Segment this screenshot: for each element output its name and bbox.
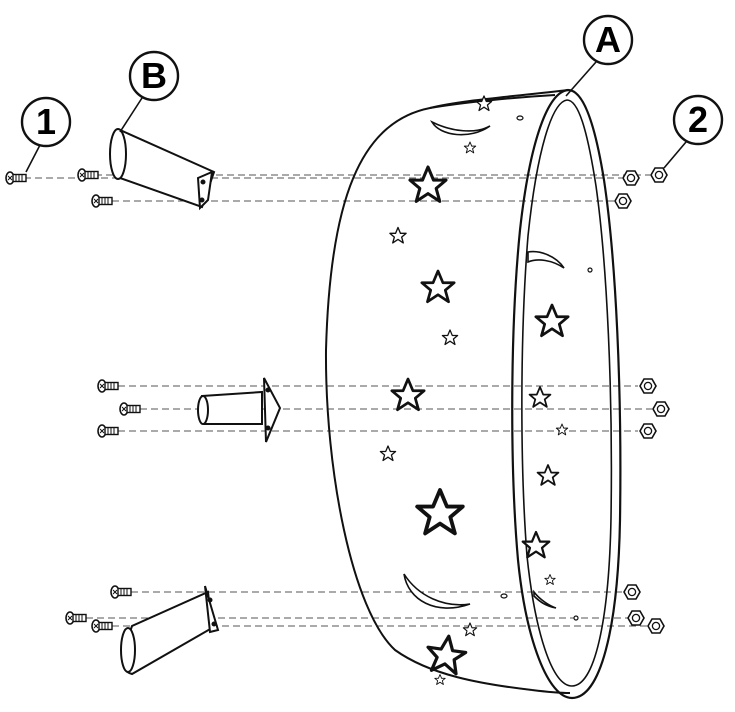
leader-b: [119, 97, 143, 133]
star-cutout: [544, 574, 556, 585]
hex-nut-icon: [622, 170, 640, 186]
star-cutout: [379, 445, 397, 462]
moon-cutout: [527, 250, 565, 269]
star-cutout: [555, 423, 569, 436]
bowl-holes: [500, 115, 593, 621]
screw-icon: [119, 402, 141, 416]
star-cutout: [390, 377, 426, 412]
moon-cutout: [533, 589, 557, 609]
hex-nut-icon: [623, 584, 641, 600]
leg-top: [109, 128, 216, 211]
screw-icon: [91, 194, 113, 208]
star-cutout: [408, 165, 448, 203]
callout-1-label: 1: [36, 101, 56, 142]
star-cutout: [441, 329, 459, 346]
leader-2: [663, 141, 687, 169]
callout-b: B: [128, 50, 180, 102]
screws: [5, 168, 141, 633]
screw-icon: [110, 585, 132, 599]
callout-a-label: A: [595, 19, 621, 60]
star-cutout: [536, 464, 560, 486]
leg-middle: [197, 377, 282, 443]
screw-icon: [77, 168, 99, 182]
star-cutout: [415, 488, 465, 536]
star-cutout: [423, 631, 470, 677]
leader-1: [25, 144, 41, 173]
hex-nut-icon: [627, 610, 645, 626]
callout-2-label: 2: [688, 99, 708, 140]
bowl-rim-inner: [521, 99, 613, 687]
star-cutout: [389, 226, 407, 244]
bowl-top-edge: [429, 89, 569, 109]
screw-icon: [5, 171, 27, 185]
star-cutout: [434, 674, 446, 685]
hex-nut-icon: [639, 378, 657, 394]
star-cutout: [420, 269, 456, 304]
bowl-bottom-edge: [531, 689, 571, 694]
cutout-moons: [403, 120, 565, 609]
star-cutout: [462, 622, 478, 637]
moon-cutout: [429, 120, 491, 136]
screw-icon: [91, 619, 113, 633]
hex-nut-icon: [614, 193, 632, 209]
hex-nut-icon: [652, 401, 670, 417]
callout-a: A: [582, 14, 634, 66]
star-cutout: [528, 386, 552, 408]
star-cutout: [463, 141, 477, 154]
guide-lines: [24, 174, 652, 627]
moon-cutout: [403, 573, 471, 609]
bowl-rim-outer: [511, 88, 622, 700]
callout-b-label: B: [141, 55, 167, 96]
screw-icon: [65, 611, 87, 625]
fire-ring-bowl: [324, 88, 622, 700]
nuts: [614, 167, 670, 634]
cutout-stars: [379, 95, 570, 685]
screw-icon: [97, 379, 119, 393]
hex-nut-icon: [647, 618, 665, 634]
hex-nut-icon: [650, 167, 668, 183]
screw-icon: [97, 424, 119, 438]
hex-nut-icon: [639, 423, 657, 439]
callout-2: 2: [672, 94, 724, 146]
leg-bottom: [120, 585, 220, 676]
leader-a: [565, 61, 597, 97]
callout-1: 1: [20, 96, 72, 148]
star-cutout: [534, 303, 570, 338]
callout-leaders: [25, 61, 687, 173]
